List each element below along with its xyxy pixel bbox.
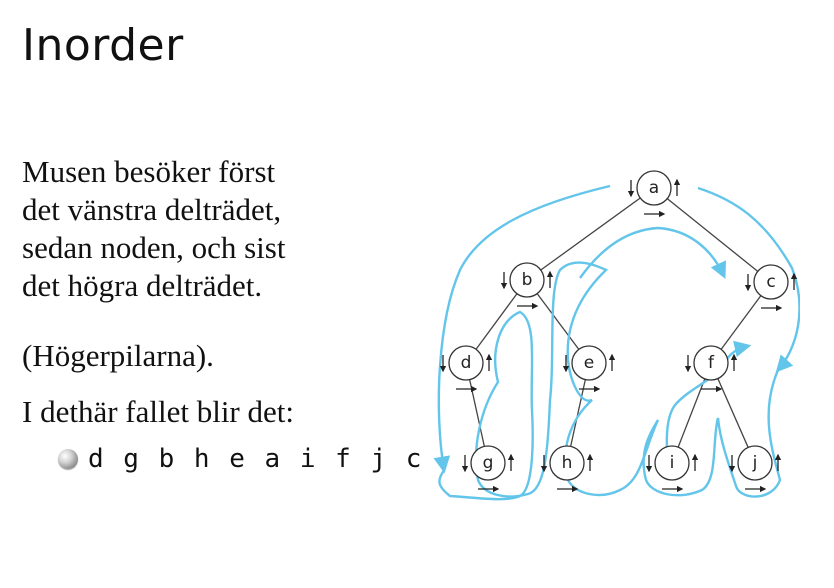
description-line-1: Musen besöker först [22,154,276,189]
node-g-circle [470,445,506,481]
result-sequence: d g b h e a i f j c [88,444,424,474]
node-g: g [461,445,515,493]
tour-segment-right [665,340,752,481]
node-b-label: b [522,270,533,290]
tour-segment-inner [579,226,726,280]
node-d-circle [448,345,484,381]
node-c: c [744,264,798,312]
node-a: a [627,170,681,218]
node-c-label: c [766,272,775,292]
result-intro: I dethär fallet blir det: [22,394,294,429]
node-f-label: f [708,353,715,373]
description-line-4: det högra delträdet. [22,268,263,303]
node-h-circle [549,445,585,481]
result-line: d g b h e a i f j c [58,441,423,477]
description-paragraph: Musen besöker först det vänstra delträde… [22,153,285,305]
node-h-label: h [562,453,573,473]
description-line-3: sedan noden, och sist [22,230,286,265]
node-j-label: j [752,453,758,473]
node-j: j [728,445,782,493]
node-c-circle [753,264,789,300]
edge-f-i [677,378,706,448]
node-d: d [439,345,493,393]
edge-c-f [720,295,762,350]
slide-title: Inorder [22,20,184,71]
euler-tour-path [433,184,800,501]
edge-b-d [475,293,518,350]
node-b-circle [509,262,545,298]
node-j-circle [737,445,773,481]
edge-e-h [570,379,586,447]
tour-segment-left [433,184,611,474]
tree-diagram: a b c d e f g h i j [433,170,800,501]
node-g-label: g [483,453,494,473]
node-i: i [645,445,699,493]
description-line-2: det vänstra delträdet, [22,192,282,227]
node-e-circle [571,345,607,381]
node-e-label: e [584,353,594,373]
node-e: e [562,345,616,393]
node-a-label: a [649,178,659,198]
edge-f-j [717,378,749,448]
tour-segment-main [438,261,782,501]
edge-b-e [536,293,580,350]
node-b: b [500,262,554,310]
edge-a-c [666,198,759,272]
node-f-circle [693,345,729,381]
node-i-label: i [670,453,675,473]
node-i-circle [654,445,690,481]
node-a-circle [636,170,672,206]
node-f: f [684,345,738,393]
bullet-icon [58,449,78,469]
edge-a-b [540,197,641,271]
tour-segment-top [697,186,800,373]
node-d-label: d [461,353,472,373]
tree-nodes: a b c d e f g h i j [439,170,798,493]
tree-edges [469,197,762,448]
note-text: (Högerpilarna). [22,338,214,373]
node-h: h [540,445,594,493]
